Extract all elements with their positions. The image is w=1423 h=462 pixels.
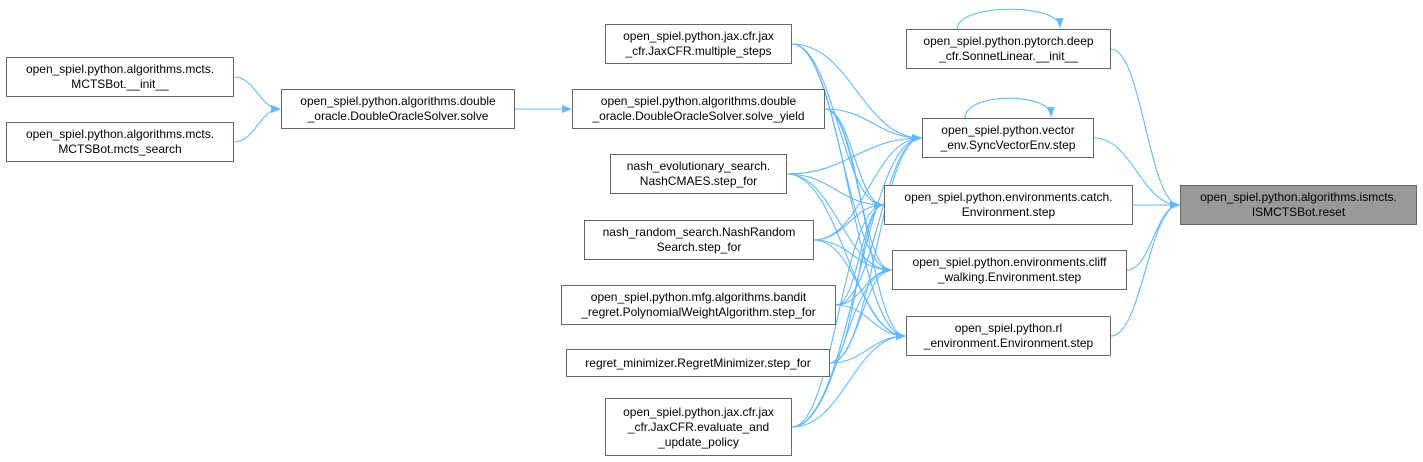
node-label-line: MCTSBot.__init__ — [71, 77, 169, 91]
node-label-line: Environment.step — [961, 205, 1056, 219]
node-label-line: _update_policy — [658, 434, 739, 449]
node-label-line: open_spiel.python.algorithms.ismcts. — [1200, 190, 1397, 204]
edge-jax_multiple_steps-to-catch_env — [791, 43, 884, 209]
node-label-line: _cfr.SonnetLinear.__init__ — [939, 49, 1078, 63]
node-sync-vector-env[interactable]: open_spiel.python.vector _env.SyncVector… — [922, 118, 1094, 158]
edge-nash_evo-to-cliff_env — [786, 173, 892, 274]
node-label-line: regret_minimizer.RegretMinimizer.step_fo… — [585, 355, 811, 370]
node-label-line: open_spiel.python.algorithms.double — [300, 94, 496, 108]
edge-jax_eval-to-cliff_env — [791, 266, 892, 428]
node-label-line: _environment.Environment.step — [923, 336, 1094, 350]
node-jax-evaluate[interactable]: open_spiel.python.jax.cfr.jax _cfr.JaxCF… — [605, 398, 792, 456]
node-double-oracle-solve[interactable]: open_spiel.python.algorithms.double _ora… — [281, 89, 515, 129]
node-label-line: MCTSBot.mcts_search — [58, 142, 182, 156]
node-mcts-init[interactable]: open_spiel.python.algorithms.mcts. MCTSB… — [6, 57, 234, 97]
node-label-line: Search.step_for — [656, 240, 742, 254]
edge-sonnet_linear-to-ismcts_reset — [1110, 48, 1180, 209]
edge-cliff_env-to-ismcts_reset — [1126, 201, 1180, 271]
node-label-line: open_spiel.python.jax.cfr.jax — [623, 29, 774, 43]
node-label-line: open_spiel.python.environments.cliff — [912, 255, 1107, 269]
node-label-line: _oracle.DoubleOracleSolver.solve_yield — [592, 109, 805, 123]
node-bandit-regret[interactable]: open_spiel.python.mfg.algorithms.bandit … — [561, 285, 836, 325]
node-label-line: _env.SyncVectorEnv.step — [940, 138, 1076, 152]
edge-rl_env-to-ismcts_reset — [1110, 201, 1180, 337]
node-label-line: _regret.PolynomialWeightAlgorithm.step_f… — [581, 305, 816, 319]
edge-jax_multiple_steps-to-rl_env — [791, 43, 906, 340]
node-label-line: nash_evolutionary_search. — [626, 159, 771, 173]
node-label-line: open_spiel.python.algorithms.double — [600, 94, 797, 108]
node-ismcts-reset: open_spiel.python.algorithms.ismcts. ISM… — [1180, 185, 1417, 225]
node-label-line: _oracle.DoubleOracleSolver.solve — [307, 109, 489, 123]
edge-nash_evo-to-sync_vector — [786, 134, 922, 175]
edge-nash_evo-to-catch_env — [786, 173, 884, 209]
node-cliff-walking-environment[interactable]: open_spiel.python.environments.cliff _wa… — [892, 250, 1127, 290]
node-nash-evolutionary[interactable]: nash_evolutionary_search. NashCMAES.step… — [610, 154, 787, 194]
node-label-line: open_spiel.python.jax.cfr.jax — [623, 404, 774, 419]
edge-sonnet_linear-to-sonnet_linear — [956, 8, 1064, 30]
edge-nash_random-to-sync_vector — [813, 134, 922, 241]
node-label-line: open_spiel.python.pytorch.deep — [923, 34, 1094, 48]
edge-sync_vector-to-ismcts_reset — [1093, 137, 1180, 209]
edge-mcts_search-to-do_solve — [233, 105, 281, 143]
edge-bandit_regret-to-sync_vector — [835, 134, 922, 306]
edge-do_solve_yield-to-rl_env — [824, 108, 906, 340]
edge-jax_eval-to-sync_vector — [791, 134, 922, 428]
edge-jax_eval-to-rl_env — [791, 332, 906, 428]
edge-jax_eval-to-catch_env — [791, 201, 884, 428]
node-label-line: nash_random_search.NashRandom — [602, 225, 796, 239]
edge-jax_multiple_steps-to-sync_vector — [791, 43, 922, 142]
edge-nash_random-to-rl_env — [813, 239, 906, 340]
node-label-line: open_spiel.python.rl — [954, 321, 1063, 335]
node-catch-environment[interactable]: open_spiel.python.environments.catch. En… — [884, 185, 1133, 225]
edge-bandit_regret-to-catch_env — [835, 201, 884, 306]
node-jax-multiple-steps[interactable]: open_spiel.python.jax.cfr.jax _cfr.JaxCF… — [605, 24, 792, 64]
node-sonnet-linear[interactable]: open_spiel.python.pytorch.deep _cfr.Sonn… — [906, 29, 1111, 69]
edge-mcts_init-to-do_solve — [233, 76, 281, 113]
edge-do_solve_yield-to-sync_vector — [824, 108, 922, 142]
node-label-line: open_spiel.python.mfg.algorithms.bandit — [590, 290, 807, 304]
node-label-line: open_spiel.python.environments.catch. — [904, 190, 1113, 204]
node-label-line: _cfr.JaxCFR.multiple_steps — [625, 44, 772, 58]
node-label-line: open_spiel.python.algorithms.mcts. — [25, 62, 215, 76]
node-label-line: _walking.Environment.step — [937, 270, 1082, 284]
edge-sync_vector-to-sync_vector — [964, 97, 1055, 119]
node-label-line: _cfr.JaxCFR.evaluate_and — [627, 419, 770, 434]
node-label-line: NashCMAES.step_for — [639, 174, 758, 188]
node-label-line: open_spiel.python.algorithms.mcts. — [25, 127, 215, 141]
node-label-line: open_spiel.python.vector — [941, 123, 1075, 137]
node-label-line: ISMCTSBot.reset — [1251, 205, 1346, 219]
node-regret-minimizer[interactable]: regret_minimizer.RegretMinimizer.step_fo… — [566, 349, 830, 377]
node-mcts-search[interactable]: open_spiel.python.algorithms.mcts. MCTSB… — [6, 122, 234, 162]
node-rl-environment[interactable]: open_spiel.python.rl _environment.Enviro… — [906, 316, 1111, 356]
node-double-oracle-solve-yield[interactable]: open_spiel.python.algorithms.double _ora… — [572, 89, 825, 129]
node-nash-random[interactable]: nash_random_search.NashRandom Search.ste… — [584, 220, 814, 260]
